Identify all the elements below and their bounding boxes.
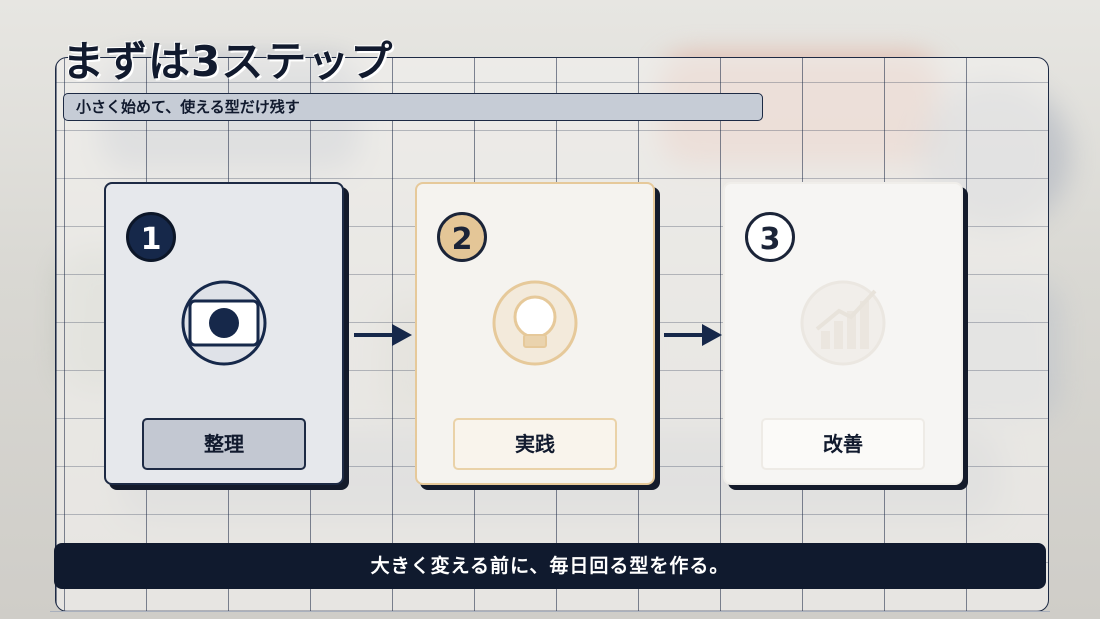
bottom-divider (50, 611, 1050, 612)
footer-banner: 大きく変える前に、毎日回る型を作る。 (54, 543, 1046, 589)
step-number-badge: 3 (745, 212, 795, 262)
focus-target-icon (181, 280, 267, 366)
lightbulb-icon (492, 280, 578, 366)
growth-chart-icon (800, 280, 886, 366)
step-number-badge: 1 (126, 212, 176, 262)
step-label: 整理 (142, 418, 306, 470)
slide-title: まずは3ステップ (62, 37, 394, 86)
step-card-3: 3 改善 (723, 182, 963, 485)
step-card-2: 2 実践 (415, 182, 655, 485)
step-card-1: 1 整理 (104, 182, 344, 485)
arrow-right-icon (664, 324, 722, 346)
step-label: 実践 (453, 418, 617, 470)
slide-subtitle: 小さく始めて、使える型だけ残す (63, 93, 763, 121)
step-label: 改善 (761, 418, 925, 470)
arrow-right-icon (354, 324, 412, 346)
step-number-badge: 2 (437, 212, 487, 262)
